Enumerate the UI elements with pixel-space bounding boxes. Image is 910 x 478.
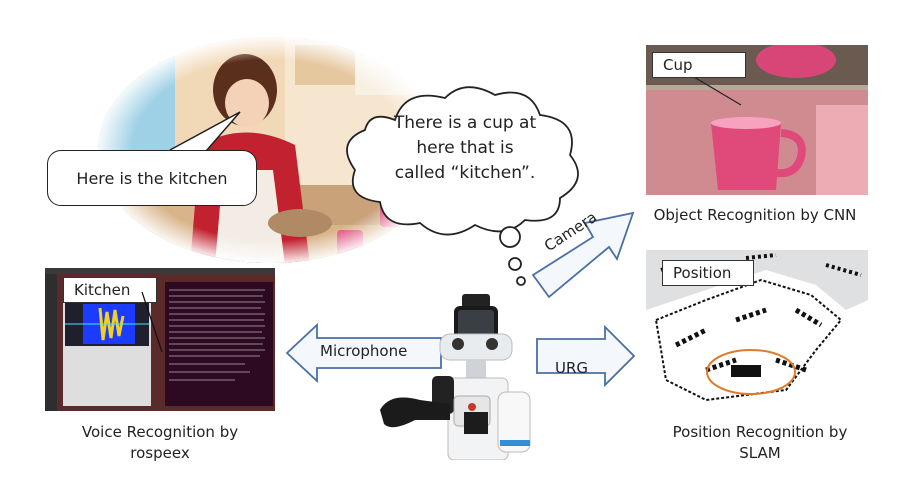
- position-caption: Position Recognition by SLAM: [640, 422, 880, 464]
- speech-bubble: Here is the kitchen: [47, 150, 257, 206]
- urg-arrow-label: URG: [555, 359, 589, 377]
- thought-line: called “kitchen”.: [394, 163, 536, 183]
- voice-tag-pointer: [141, 291, 163, 353]
- thought-cloud: [346, 86, 579, 286]
- camera-arrow: [531, 211, 635, 299]
- voice-tag: Kitchen: [63, 277, 157, 303]
- urg-arrow: [536, 325, 636, 387]
- slam-map: [646, 250, 868, 410]
- voice-caption: Voice Recognition by rospeex: [45, 422, 275, 464]
- robot-image: [380, 294, 531, 460]
- object-tag: Cup: [652, 52, 746, 78]
- thought-text: There is a cup at here that is called “k…: [370, 111, 560, 186]
- position-tag: Position: [662, 260, 754, 286]
- speech-bubble-text: Here is the kitchen: [76, 168, 228, 188]
- object-caption: Object Recognition by CNN: [653, 206, 857, 224]
- speech-bubble-tail: [169, 111, 241, 159]
- voice-caption-line: rospeex: [130, 444, 190, 462]
- position-caption-line: SLAM: [739, 444, 781, 462]
- voice-caption-line: Voice Recognition by: [81, 423, 239, 441]
- thought-line: here that is: [416, 138, 514, 158]
- thought-line: There is a cup at: [393, 113, 537, 133]
- microphone-arrow-label: Microphone: [320, 342, 408, 360]
- position-caption-line: Position Recognition by: [672, 423, 848, 441]
